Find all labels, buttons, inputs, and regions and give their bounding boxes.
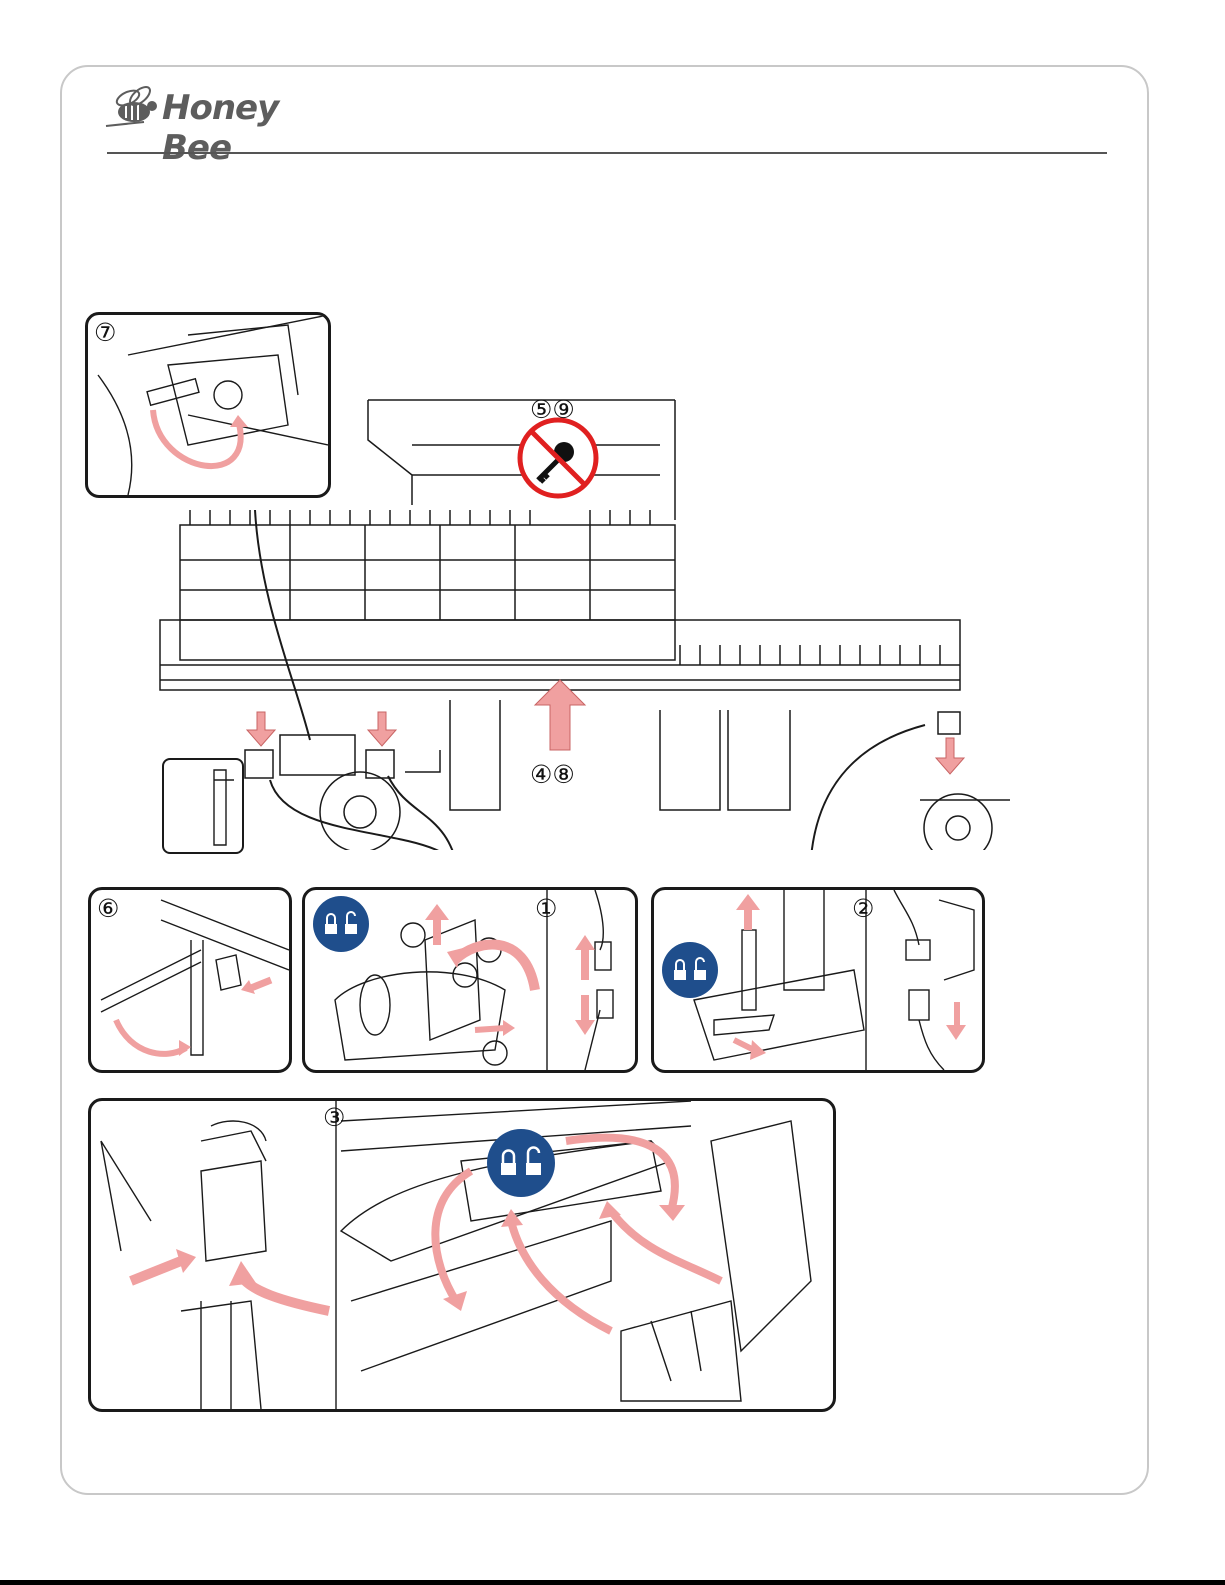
- step-three: ③: [323, 1105, 345, 1130]
- inset-panel-7: ⑦: [85, 312, 331, 498]
- step-one: ①: [535, 896, 557, 921]
- no-key-icon: [520, 420, 596, 496]
- brand-name: Honey Bee: [162, 88, 354, 168]
- inset-panel-6: ⑥: [88, 887, 292, 1073]
- header-rule: [107, 152, 1107, 154]
- bottom-bar: [0, 1580, 1225, 1585]
- step-seven: ⑦: [94, 320, 116, 345]
- inset-panel-2: ②: [651, 887, 985, 1073]
- unlock-icon: [662, 942, 718, 998]
- bee-icon: [104, 82, 164, 140]
- step-five-nine: ⑤⑨: [530, 397, 575, 422]
- inset-bracket-detail: [162, 758, 244, 854]
- step-four-eight: ④⑧: [530, 762, 575, 787]
- step-two: ②: [852, 896, 874, 921]
- inset-panel-3: ③: [88, 1098, 836, 1412]
- inset-panel-1: ①: [302, 887, 638, 1073]
- brand-logo: Honey Bee: [104, 82, 354, 140]
- unlock-icon: [487, 1129, 555, 1197]
- step-six: ⑥: [97, 896, 119, 921]
- unlock-icon: [313, 896, 369, 952]
